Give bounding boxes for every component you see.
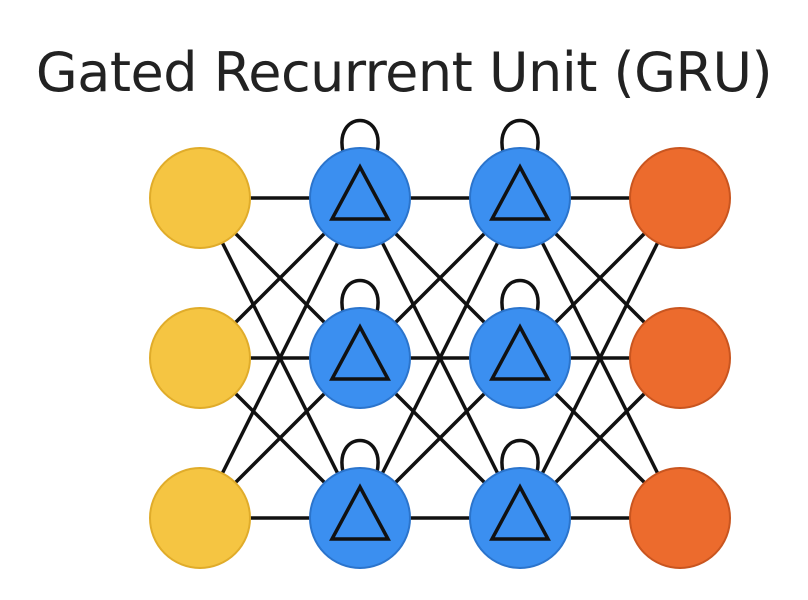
connections xyxy=(198,196,682,520)
nodes xyxy=(149,147,731,569)
output-node xyxy=(629,467,731,569)
self-loop-icon xyxy=(340,438,380,473)
input-node xyxy=(149,307,251,409)
gru-node xyxy=(469,307,571,409)
self-loop-icon xyxy=(500,438,540,473)
gru-node xyxy=(469,147,571,249)
triangle-icon xyxy=(329,163,391,221)
output-node xyxy=(629,147,731,249)
self-loop-icon xyxy=(340,118,380,153)
triangle-icon xyxy=(489,483,551,541)
connection-line xyxy=(198,196,362,520)
connection-line xyxy=(358,196,522,520)
output-node xyxy=(629,307,731,409)
self-loop-icon xyxy=(500,278,540,313)
diagram-title: Gated Recurrent Unit (GRU) xyxy=(35,41,773,104)
triangle-icon xyxy=(489,163,551,221)
gru-node xyxy=(309,307,411,409)
gru-node xyxy=(469,467,571,569)
self-loop-icon xyxy=(340,278,380,313)
triangle-icon xyxy=(489,323,551,381)
gru-node xyxy=(309,467,411,569)
gru-node xyxy=(309,147,411,249)
triangle-icon xyxy=(329,323,391,381)
self-loop-icon xyxy=(500,118,540,153)
input-node xyxy=(149,467,251,569)
recurrent-loops xyxy=(340,118,540,473)
triangle-icon xyxy=(329,483,391,541)
connection-line xyxy=(518,196,682,520)
input-node xyxy=(149,147,251,249)
